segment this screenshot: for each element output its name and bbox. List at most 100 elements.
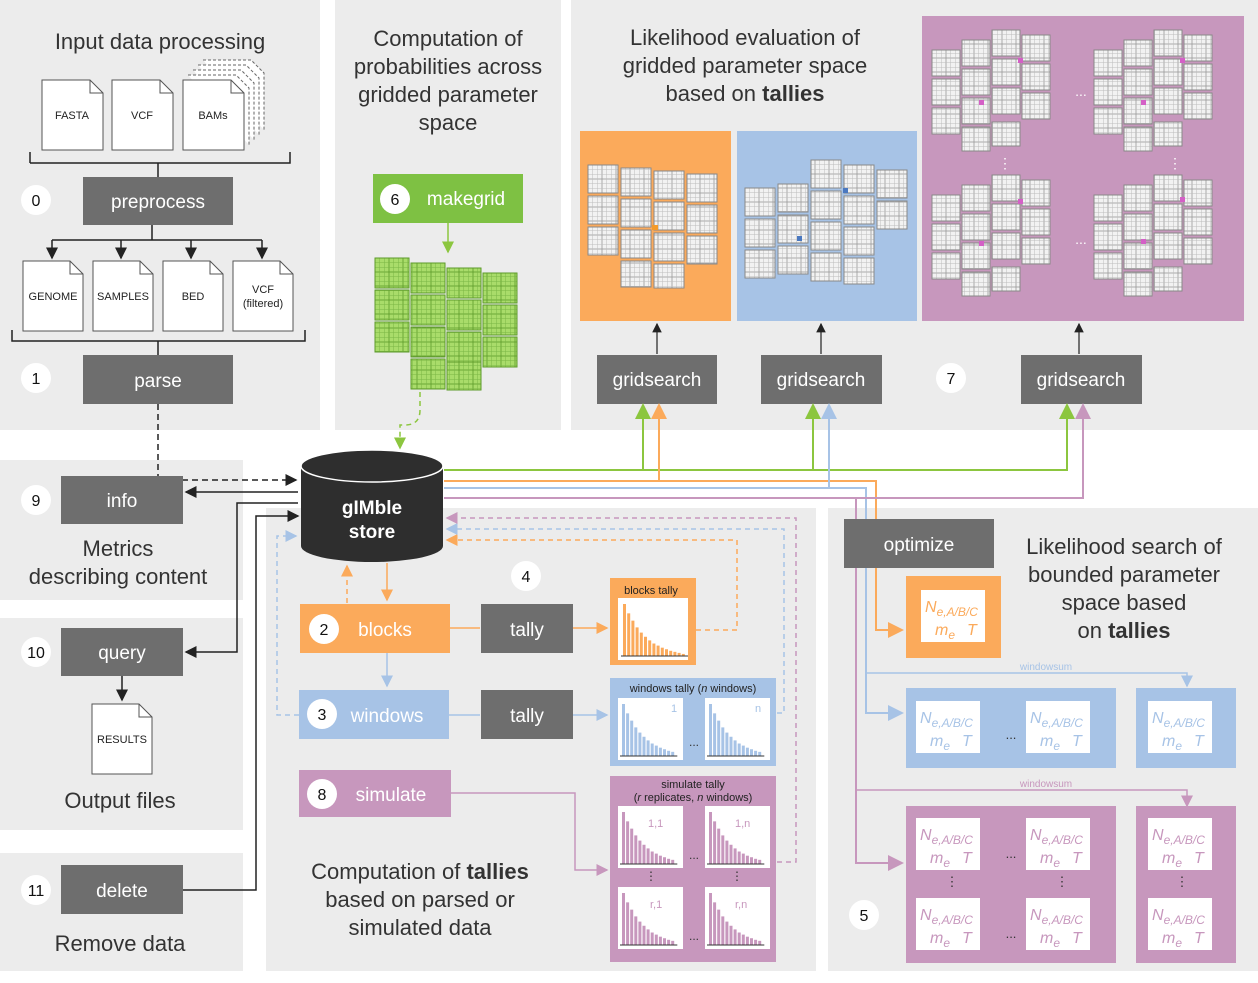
tally-bar xyxy=(652,643,656,656)
svg-text:gIMble: gIMble xyxy=(342,498,402,519)
svg-text:gridded parameter: gridded parameter xyxy=(358,82,538,107)
svg-text:meT: meT xyxy=(1162,733,1205,753)
tally-bar xyxy=(721,835,725,864)
tally-bar xyxy=(713,713,717,756)
svg-text:meT: meT xyxy=(1162,930,1205,950)
tally-bar xyxy=(644,636,647,656)
tally-bar xyxy=(733,740,737,756)
svg-text:2: 2 xyxy=(320,622,329,639)
svg-text:⋮: ⋮ xyxy=(645,869,657,883)
tally-bar xyxy=(721,727,725,756)
query-button[interactable]: query xyxy=(61,628,183,676)
tally-bar xyxy=(754,858,758,864)
makegrid-button[interactable]: 6 makegrid xyxy=(373,174,523,223)
blocks-tally-chart: blocks tally xyxy=(610,578,696,665)
query-step-number: 10 xyxy=(27,645,45,662)
preprocess-button[interactable]: preprocess xyxy=(83,177,233,225)
svg-text:makegrid: makegrid xyxy=(427,189,505,210)
tally-bar xyxy=(709,812,712,864)
tally-bar xyxy=(717,909,721,945)
tally-bar xyxy=(750,749,753,756)
tally-bar xyxy=(663,857,666,864)
parse-step-number: 1 xyxy=(32,371,41,388)
svg-text:simulate: simulate xyxy=(356,785,427,806)
tally-bar xyxy=(639,632,643,656)
tally-button-blocks[interactable]: tally xyxy=(481,604,573,653)
tally-bar xyxy=(750,857,753,864)
svg-text:windows tally (n windows): windows tally (n windows) xyxy=(629,683,757,695)
tally-bar xyxy=(667,858,671,864)
tally-bar xyxy=(646,740,650,756)
svg-text:meT: meT xyxy=(930,930,973,950)
blocks-button[interactable]: 2 blocks xyxy=(300,604,450,653)
svg-text:Ne,A/B/C: Ne,A/B/C xyxy=(925,599,978,619)
svg-text:RESULTS: RESULTS xyxy=(97,734,147,746)
svg-text:...: ... xyxy=(689,929,699,943)
tally-bar xyxy=(669,650,673,656)
tally-bar xyxy=(642,736,646,756)
svg-text:bounded parameter: bounded parameter xyxy=(1028,562,1220,587)
tally-bar xyxy=(630,828,634,864)
file-fasta: FASTA xyxy=(41,79,104,151)
likelihood-panel-title: Likelihood evaluation of gridded paramet… xyxy=(623,25,868,106)
svg-text:(r replicates, n windows): (r replicates, n windows) xyxy=(634,792,753,804)
svg-text:Ne,A/B/C: Ne,A/B/C xyxy=(920,907,973,927)
svg-text:Ne,A/B/C: Ne,A/B/C xyxy=(1152,710,1205,730)
windowsum-label-blue: windowsum xyxy=(1019,662,1072,673)
svg-text:Metrics: Metrics xyxy=(83,536,154,561)
tally-bar xyxy=(673,651,677,656)
delete-button[interactable]: delete xyxy=(61,865,183,914)
tally-bar xyxy=(737,743,741,756)
search-caption: Likelihood search of bounded parameter s… xyxy=(1026,534,1223,643)
tally-bar xyxy=(656,645,660,656)
svg-text:describing content: describing content xyxy=(29,564,208,589)
svg-text:⋮: ⋮ xyxy=(998,155,1012,171)
tallies-caption: Computation of tallies based on parsed o… xyxy=(311,859,529,940)
tally-bar xyxy=(630,720,634,756)
tally-bar xyxy=(626,713,630,756)
svg-text:⋮: ⋮ xyxy=(731,869,743,883)
optimize-button[interactable]: optimize xyxy=(844,519,994,568)
tally-button-windows[interactable]: tally xyxy=(481,690,573,739)
svg-text:probabilities across: probabilities across xyxy=(354,54,542,79)
tally-bar xyxy=(750,938,753,945)
gridsearch-button-blue[interactable]: gridsearch xyxy=(761,355,882,404)
simulate-button[interactable]: 8 simulate xyxy=(299,770,451,817)
parse-button[interactable]: parse xyxy=(83,355,233,404)
tally-bar xyxy=(622,704,625,756)
svg-text:tally: tally xyxy=(510,620,544,641)
tally-bar xyxy=(725,732,729,756)
tally-bar xyxy=(658,747,662,756)
tally-bar xyxy=(622,812,625,864)
svg-text:Likelihood search of: Likelihood search of xyxy=(1026,534,1223,559)
tally-bar xyxy=(737,851,741,864)
gridsearch-button-orange[interactable]: gridsearch xyxy=(597,355,717,404)
gridsearch-button-pink[interactable]: gridsearch xyxy=(1021,355,1142,404)
tally-bar xyxy=(654,934,658,945)
svg-text:on tallies: on tallies xyxy=(1078,618,1171,643)
svg-text:delete: delete xyxy=(96,881,148,902)
tally-bar xyxy=(745,855,749,864)
tally-bar xyxy=(741,853,745,864)
tally-bar xyxy=(654,745,658,756)
metrics-caption: Metrics describing content xyxy=(29,536,208,589)
tally-bar xyxy=(626,821,630,864)
ellipsis: ... xyxy=(1006,727,1017,742)
info-button[interactable]: info xyxy=(61,476,183,524)
ellipsis: ⋮ xyxy=(1056,874,1069,889)
file-bed: BED xyxy=(162,260,224,332)
windows-button[interactable]: 3 windows xyxy=(299,690,449,739)
tally-bar xyxy=(741,934,745,945)
svg-text:1,1: 1,1 xyxy=(648,818,663,830)
gridsearch-step-number: 7 xyxy=(947,371,956,388)
svg-text:n: n xyxy=(755,703,761,715)
svg-text:Ne,A/B/C: Ne,A/B/C xyxy=(920,827,973,847)
ellipsis: ... xyxy=(1006,926,1017,941)
tally-bar xyxy=(650,743,654,756)
file-vcf: VCF xyxy=(111,79,174,151)
gimble-store[interactable]: gIMble store xyxy=(300,449,444,562)
